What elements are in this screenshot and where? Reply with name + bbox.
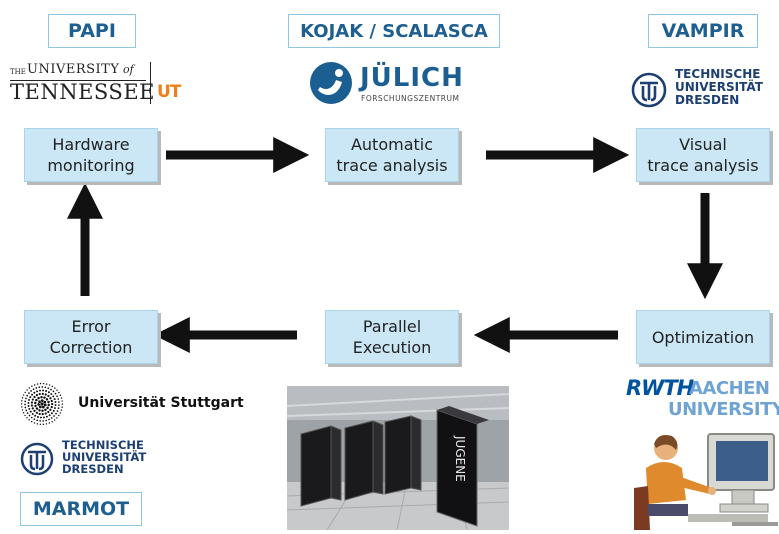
box-line: Execution xyxy=(352,338,432,357)
tag-kojak-scalasca: KOJAK / SCALASCA xyxy=(288,14,500,48)
julich-name: JÜLICH xyxy=(360,63,464,93)
tennessee-divider xyxy=(150,62,151,104)
tennessee-the: THE xyxy=(10,68,26,76)
stuttgart-name: Universität Stuttgart xyxy=(78,395,244,411)
box-hardware-monitoring: Hardware monitoring xyxy=(24,128,158,182)
tud-line-2: UNIVERSITÄT xyxy=(675,80,763,94)
tud-line-1: TECHNISCHE xyxy=(675,67,761,81)
box-line: Automatic xyxy=(350,135,434,154)
box-line: Error xyxy=(71,317,111,336)
tud-line-1: TECHNISCHE xyxy=(62,438,144,452)
tennessee-of: of xyxy=(123,63,134,76)
person-at-computer-icon xyxy=(634,433,778,530)
supercomputer-photo: JUGENE xyxy=(286,386,510,531)
supercomputer-image: JUGENE xyxy=(286,386,510,531)
tud-logo-top: TECHNISCHE UNIVERSITÄT DRESDEN xyxy=(631,66,779,110)
box-optimization: Optimization xyxy=(636,310,770,364)
box-line: monitoring xyxy=(47,156,135,175)
tud-emblem-icon xyxy=(631,72,667,108)
box-line: Hardware xyxy=(52,135,130,154)
workstation-clipart xyxy=(628,428,779,530)
julich-emblem-icon xyxy=(310,62,352,104)
box-line: trace analysis xyxy=(647,156,759,175)
rwth-logo: RWTH AACHEN UNIVERSITY xyxy=(624,376,779,424)
tud-emblem-icon xyxy=(20,442,54,476)
tennessee-name: TENNESSEE xyxy=(10,80,155,104)
box-error-correction: Error Correction xyxy=(24,310,158,364)
stuttgart-logo: Universität Stuttgart xyxy=(20,382,260,426)
tag-papi: PAPI xyxy=(48,14,136,48)
tennessee-rule xyxy=(10,80,146,81)
tag-marmot: MARMOT xyxy=(20,492,142,526)
tennessee-university: UNIVERSITY xyxy=(27,62,120,77)
rwth-aachen: AACHEN xyxy=(689,378,770,399)
box-line: trace analysis xyxy=(336,156,448,175)
tud-line-2: UNIVERSITÄT xyxy=(62,450,147,464)
julich-sub: FORSCHUNGSZENTRUM xyxy=(361,94,460,103)
tag-vampir: VAMPIR xyxy=(648,14,758,48)
box-line: Parallel xyxy=(362,317,422,336)
tud-logo-bottom: TECHNISCHE UNIVERSITÄT DRESDEN xyxy=(20,436,180,480)
box-line: Optimization xyxy=(651,327,755,347)
stuttgart-dots-icon xyxy=(20,382,64,426)
tennessee-logo: THE UNIVERSITY of TENNESSEE UT xyxy=(10,62,182,106)
tud-line-3: DRESDEN xyxy=(675,93,740,107)
rwth-mark: RWTH xyxy=(626,376,694,400)
box-line: Visual xyxy=(679,135,727,154)
julich-logo: JÜLICH FORSCHUNGSZENTRUM xyxy=(308,60,488,112)
ut-mark: UT xyxy=(157,82,181,102)
box-automatic-trace-analysis: Automatic trace analysis xyxy=(325,128,459,182)
jugene-label: JUGENE xyxy=(453,435,467,482)
box-line: Correction xyxy=(49,338,133,357)
box-visual-trace-analysis: Visual trace analysis xyxy=(636,128,770,182)
tud-line-3: DRESDEN xyxy=(62,462,124,476)
box-parallel-execution: Parallel Execution xyxy=(325,310,459,364)
rwth-university: UNIVERSITY xyxy=(668,399,779,420)
